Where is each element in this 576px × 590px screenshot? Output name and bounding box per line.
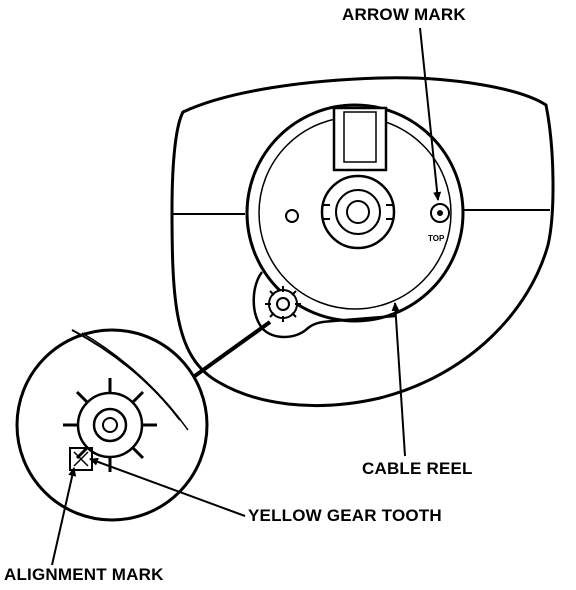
cable-reel-label: CABLE REEL <box>362 459 473 478</box>
reel-center-hole <box>346 200 370 224</box>
alignment-mark-pointer <box>51 467 77 566</box>
reel-connector-inner <box>343 111 377 163</box>
yellow-gear-tooth-pointer <box>89 458 246 517</box>
reel-arrow-mark-dot <box>437 210 443 216</box>
reel-center-ring <box>335 189 381 235</box>
yellow-gear-tooth-label: YELLOW GEAR TOOTH <box>248 506 442 525</box>
cable-reel-pointer <box>391 302 406 457</box>
reel-screw-left <box>285 209 299 223</box>
gear-housing <box>252 271 396 339</box>
detail-gear <box>63 329 189 472</box>
zoom-leader <box>190 320 272 380</box>
reel-center-boss <box>320 174 396 250</box>
reel-connector <box>332 106 388 172</box>
arrow-mark-label: ARROW MARK <box>342 5 466 24</box>
top-marking: TOP <box>428 234 445 243</box>
reel-center-flats <box>322 204 394 220</box>
arrow-mark-pointer <box>419 27 442 201</box>
reel-arrow-mark-boss <box>430 203 450 223</box>
steering-hub-outline <box>170 76 555 408</box>
alignment-mark-label: ALIGNMENT MARK <box>4 565 164 584</box>
reel-small-gear <box>265 286 301 322</box>
